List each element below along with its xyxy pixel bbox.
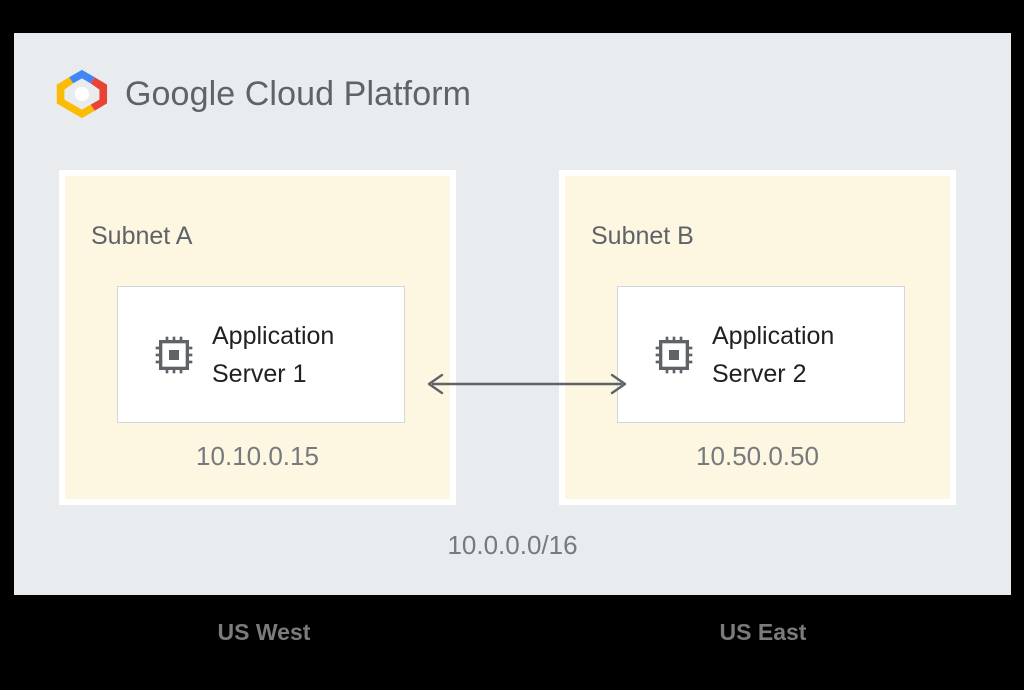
- cpu-chip-icon: [154, 335, 194, 375]
- subnet-a-ip-address: 10.10.0.15: [196, 441, 319, 471]
- brand-header: Google Cloud Platform: [55, 68, 471, 120]
- subnet-card-a[interactable]: Subnet A: [59, 170, 456, 505]
- server-label: Application Server 1: [212, 321, 335, 388]
- double-headed-arrow-icon: [422, 366, 632, 402]
- brand-wordmark: Google Cloud Platform: [125, 75, 472, 113]
- server-node-application-server-1[interactable]: Application Server 1: [117, 286, 405, 423]
- server-label: Application Server 2: [712, 321, 835, 388]
- google-cloud-logo-icon: [55, 68, 109, 120]
- cpu-chip-icon: [654, 335, 694, 375]
- subnet-a-title: Subnet A: [91, 222, 193, 250]
- server-node-application-server-2[interactable]: Application Server 2: [617, 286, 905, 423]
- vpc-cidr-label: 10.0.0.0/16: [447, 530, 578, 560]
- region-caption-us-east: US East: [719, 619, 807, 645]
- region-caption-us-west: US West: [217, 619, 311, 645]
- gcp-vpc-panel: Google Cloud Platform Subnet A: [14, 33, 1011, 595]
- subnet-card-b[interactable]: Subnet B: [559, 170, 956, 505]
- subnet-b-title: Subnet B: [591, 222, 694, 250]
- subnet-b-ip-address: 10.50.0.50: [696, 441, 819, 471]
